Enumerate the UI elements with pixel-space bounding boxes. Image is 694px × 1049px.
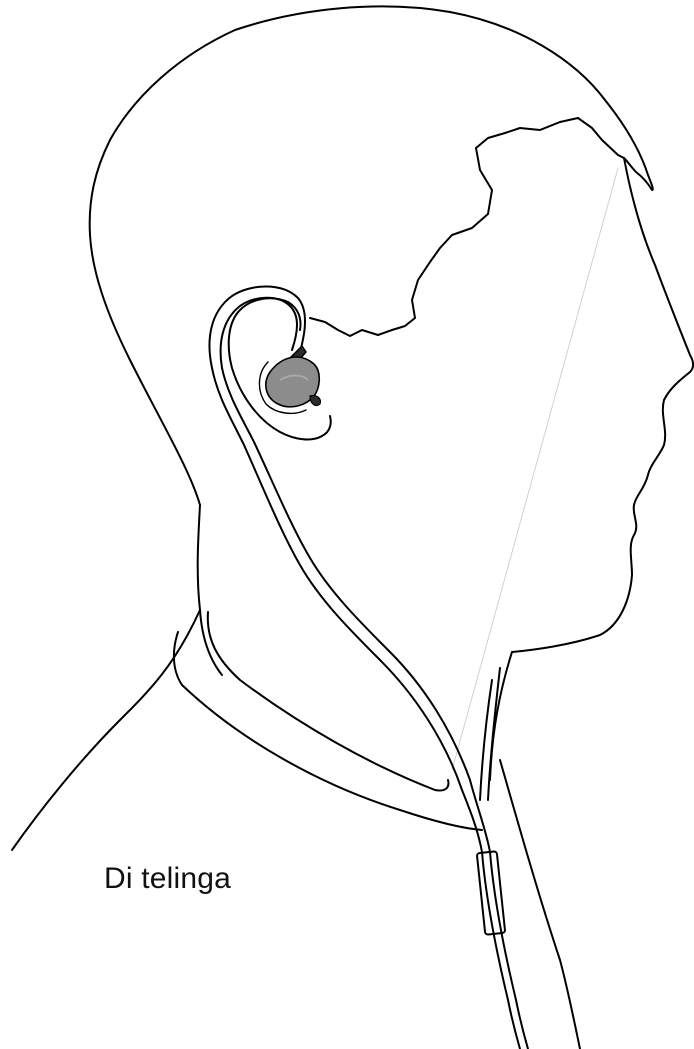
shoulder-line (12, 610, 200, 850)
face-profile (512, 158, 693, 652)
cable-right-outer (500, 760, 580, 1049)
collar-inner (208, 612, 449, 791)
cable-main-right (470, 780, 528, 1049)
caption-text: Di telinga (104, 862, 231, 896)
neck-back (198, 505, 222, 675)
earpiece-nozzle (310, 395, 320, 405)
guide-line (452, 168, 618, 770)
cable-loop-inner (221, 298, 470, 780)
cable-loop-outer (209, 287, 462, 791)
cable-second-left (480, 680, 492, 800)
hairline (310, 118, 624, 336)
head-outline (90, 6, 653, 505)
cable-second-right (488, 668, 500, 800)
